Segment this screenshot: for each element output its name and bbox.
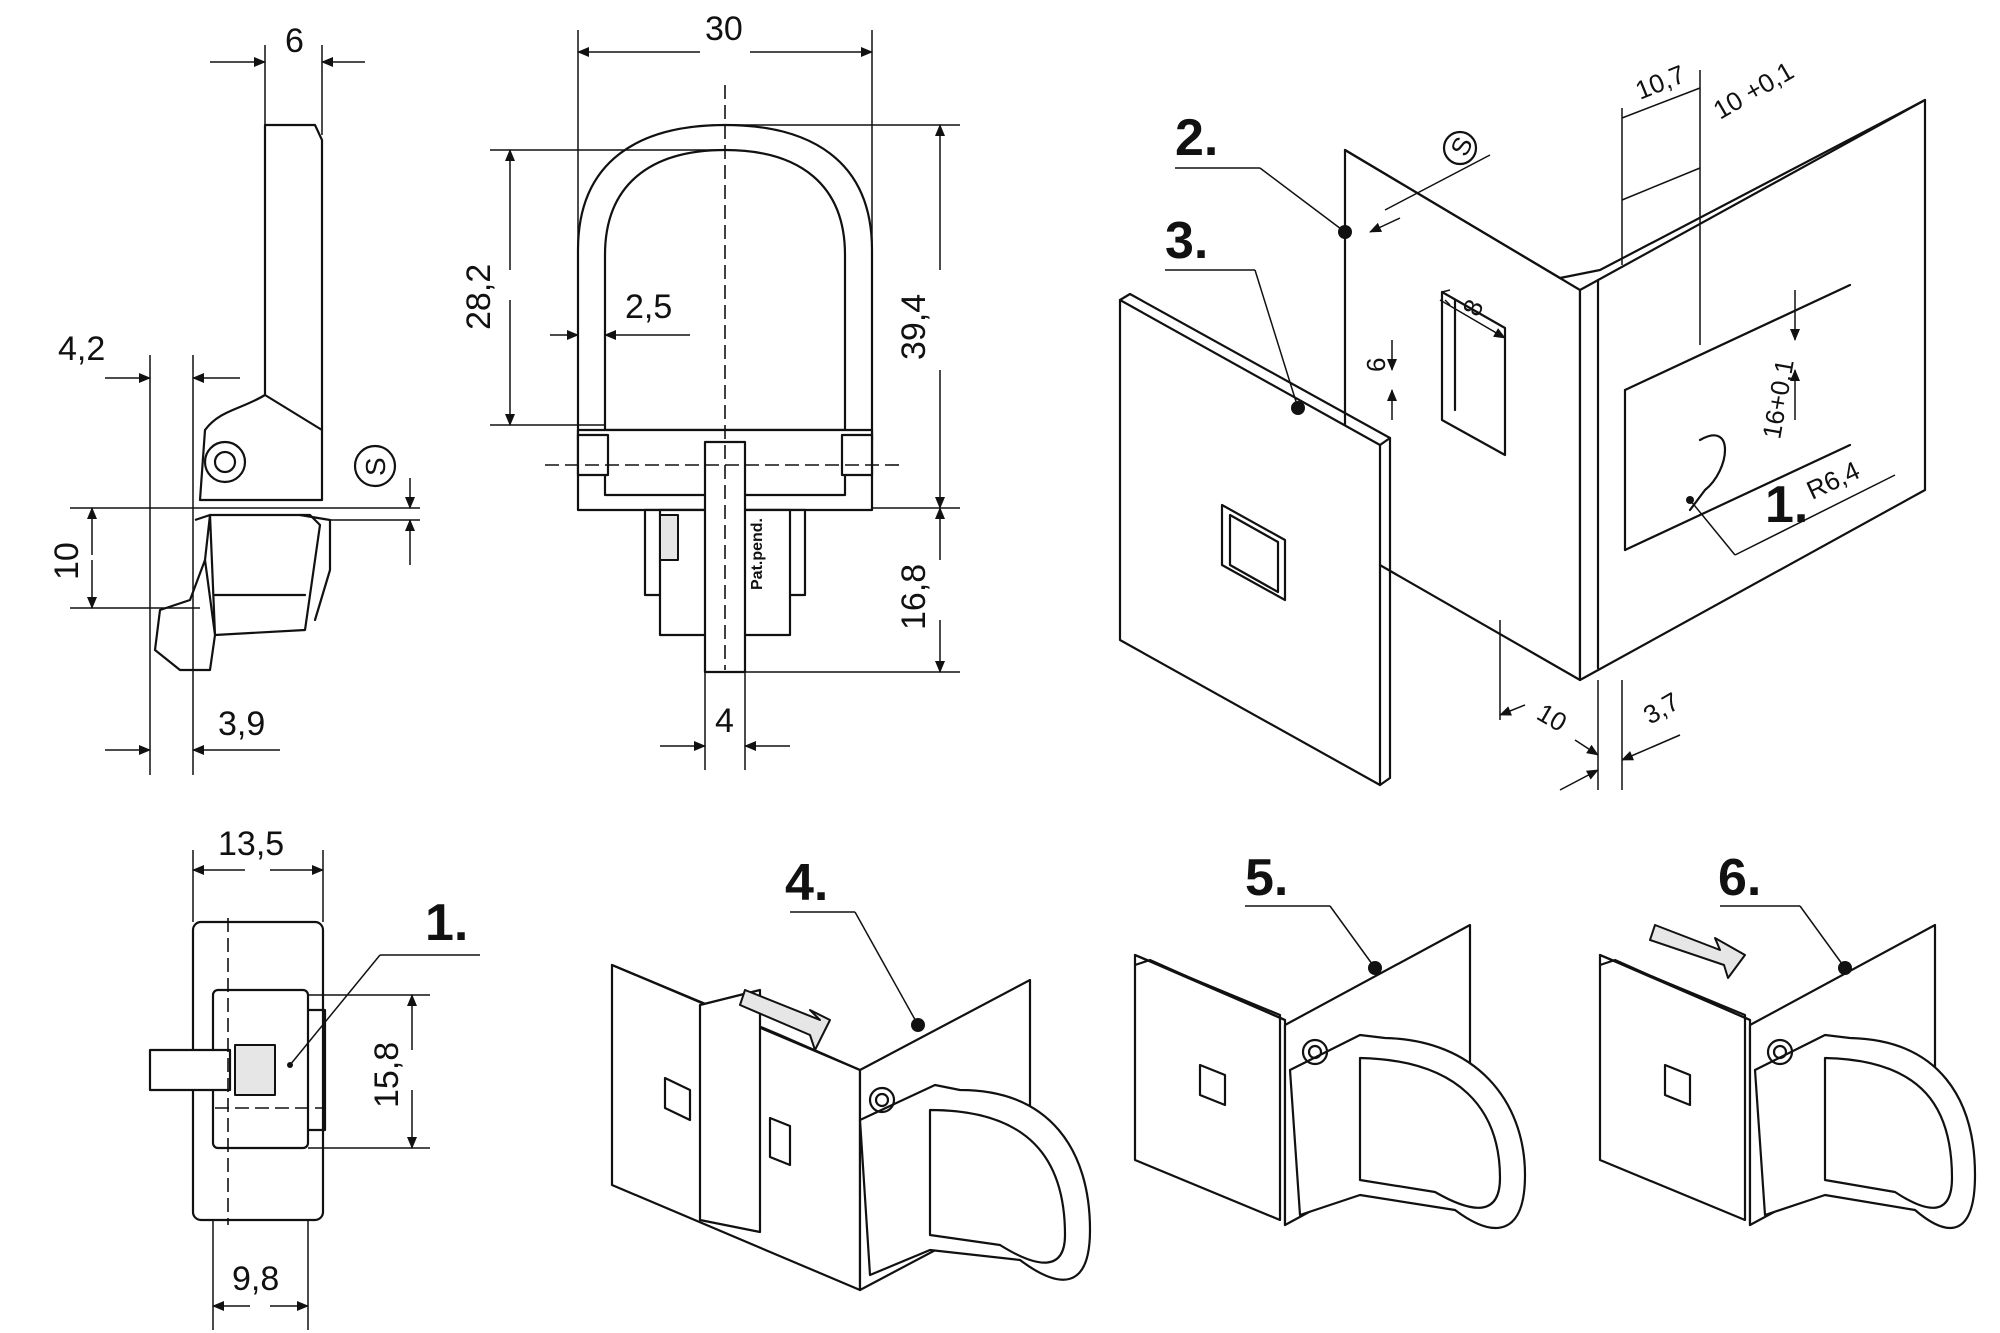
exploded-view: 2. 3. 1. R6,4 S 8 6 10,7 10 +0,1 16+0,1 [1118,55,1927,791]
step-3-label: 3. [1165,212,1208,270]
dim-panel-offset: 10,7 [1631,59,1689,106]
step-2-label: 2. [1175,109,1218,167]
dim-bottom-width: 13,5 [218,825,284,863]
dim-front-pin-height: 16,8 [895,564,933,630]
dim-front-pin-width: 4 [715,702,734,740]
front-view: Pat.pend. 30 28,2 2,5 39,4 16,8 [460,10,960,770]
thickness-symbol-icon-iso [1442,130,1478,166]
step-6-view: 6. [1598,849,1977,1229]
step-5-view: 5. [1133,849,1527,1229]
step-4-label: 4. [785,854,828,912]
dim-side-height: 10 [48,542,86,580]
dim-slot-width: 10 +0,1 [1708,55,1799,125]
dim-bottom-inner-width: 9,8 [232,1260,279,1298]
dim-front-width: 30 [705,10,743,48]
dim-edge-37: 3,7 [1638,686,1684,730]
dim-side-offset: 4,2 [58,330,105,368]
step-4-view: 4. [610,854,1092,1292]
dim-bottom-height: 15,8 [368,1042,406,1108]
patent-label: Pat.pend. [749,518,766,590]
side-view: 6 4,2 10 3,9 S [48,22,420,775]
bottom-view: 13,5 15,8 9,8 1. [148,825,480,1330]
step-1-label-bottom: 1. [425,894,468,952]
dim-cut-height: 6 [1361,358,1391,372]
step-5-label: 5. [1245,849,1288,907]
step-1-label-top: 1. [1765,476,1808,534]
dim-side-width: 6 [285,22,304,60]
dim-front-wall: 2,5 [625,288,672,326]
dim-edge-10: 10 [1532,697,1572,737]
dim-side-bottom: 3,9 [218,705,265,743]
dim-front-height: 39,4 [895,294,933,360]
thickness-symbol-label: S [360,457,391,476]
thickness-symbol-icon [353,444,397,488]
dim-front-inner-height: 28,2 [460,264,498,330]
step-6-label: 6. [1718,849,1761,907]
